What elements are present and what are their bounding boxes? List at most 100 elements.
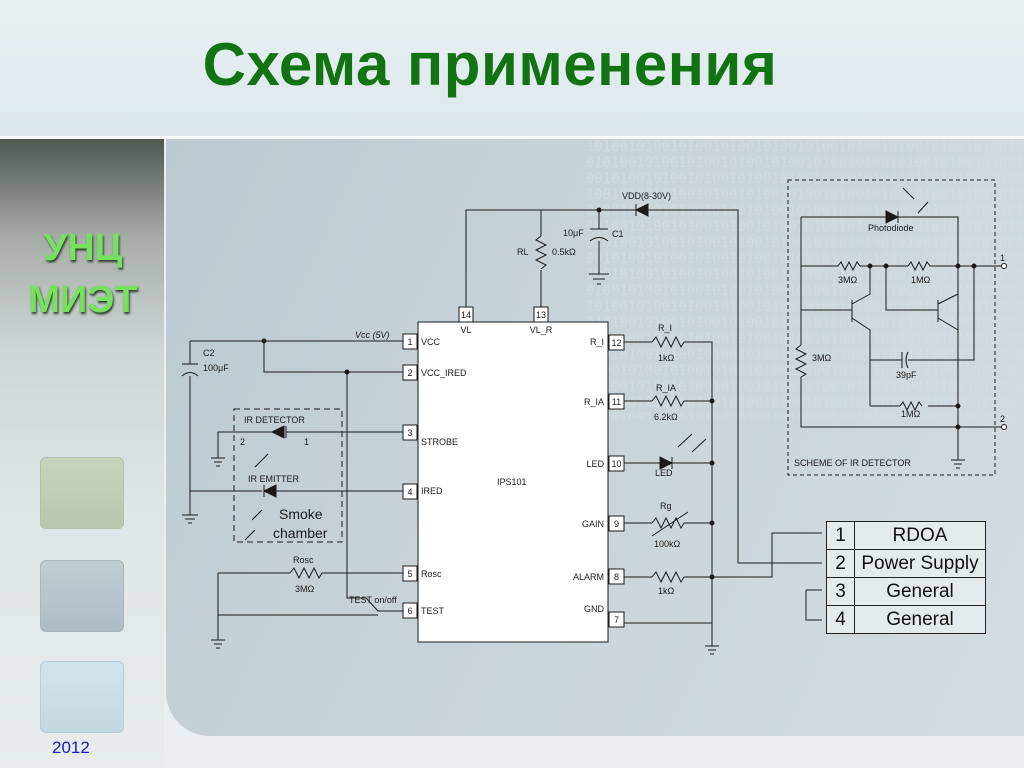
ir-scheme-box [787, 179, 996, 476]
ir-scheme-left-wire [800, 217, 1004, 428]
junction-dot [971, 263, 977, 269]
led-name: LED [655, 468, 673, 478]
title-bar [0, 0, 1024, 139]
ir-resistor-1 [837, 260, 861, 272]
photodiode-label: Photodiode [868, 223, 914, 233]
rl-value: 0.5kΩ [552, 247, 576, 257]
junction-dot [867, 263, 873, 269]
pin-number: 6 [407, 606, 412, 616]
ri-name: R_I [658, 323, 672, 333]
pin-number: 5 [407, 569, 412, 579]
rosc-name: Rosc [293, 555, 314, 565]
decorative-square-3 [40, 661, 124, 733]
junction-dot [955, 424, 961, 430]
terminal-1 [1001, 263, 1007, 269]
ir-detector-diode [270, 425, 287, 439]
detector-ground [211, 432, 225, 467]
c1-name: C1 [612, 229, 624, 239]
pin-label: VL [460, 325, 471, 335]
pin-label: GND [584, 604, 605, 614]
pin-box [402, 483, 418, 500]
rg-value: 100kΩ [654, 539, 681, 549]
ir-detector-label: IR DETECTOR [244, 415, 305, 425]
light-arrows [244, 453, 269, 541]
pin-box [608, 568, 625, 585]
led-arrows [677, 433, 707, 453]
vcc-label: Vcc (5V) [355, 330, 390, 340]
ria-name: R_IA [656, 383, 676, 393]
pin-box [533, 306, 549, 323]
ir-r4-label: 1MΩ [901, 409, 921, 419]
c2-wire [182, 341, 198, 524]
alarm-wire [624, 532, 822, 578]
ir-scheme-top-wire [801, 216, 965, 469]
pin-number-cell: 2 [826, 549, 855, 578]
pin-number: 4 [407, 487, 412, 497]
org-line-2: МИЭТ [28, 279, 138, 321]
pin-number: 8 [614, 572, 619, 582]
rosc-value: 3MΩ [295, 584, 315, 594]
c1-capacitor [589, 228, 609, 242]
junction-dot [596, 207, 602, 213]
pin-number: 14 [461, 310, 471, 320]
pin-box [608, 455, 625, 472]
pin-box [608, 611, 625, 628]
ir-resistor-4 [899, 400, 923, 412]
chip-name: IPS101 [497, 477, 527, 487]
junction-dot [709, 398, 715, 404]
decorative-square-1 [40, 457, 124, 529]
ir-resistor-3 [794, 344, 808, 378]
rg-variable-resistor [651, 511, 689, 537]
smoke-chamber-line-1: Smoke [279, 506, 323, 522]
junction-dot [709, 460, 715, 466]
pin-label: R_IA [584, 397, 604, 407]
pin-number-cell: 1 [826, 521, 855, 550]
junction-dot [955, 403, 961, 409]
pin-label: IRED [421, 486, 443, 496]
ir-scheme-title: SCHEME OF IR DETECTOR [794, 458, 911, 468]
decorative-square-2 [40, 560, 124, 632]
pin-function-cell: General [854, 577, 986, 606]
pin-box [608, 334, 625, 351]
vcc-ired-wire [263, 341, 405, 373]
test-wire-top [346, 372, 366, 599]
pin-number: 7 [614, 615, 619, 625]
pin-box [402, 602, 418, 619]
alarm-resistor-value: 1kΩ [658, 586, 675, 596]
smoke-chamber-line-2: chamber [273, 525, 328, 541]
junction-dot [883, 263, 889, 269]
pin-function-cell: RDOA [854, 521, 986, 550]
test-switch [365, 597, 379, 612]
detector-pin-1: 1 [304, 437, 309, 447]
test-wire [218, 610, 405, 616]
rl-resistor [534, 235, 548, 270]
pin-label: LED [586, 459, 604, 469]
pin-number: 1 [407, 337, 412, 347]
pin-number: 11 [612, 397, 621, 407]
rosc-resistor [289, 566, 323, 580]
junction-dot [709, 520, 715, 526]
c2-value: 100μF [203, 363, 229, 373]
ir-c-label: 39pF [896, 370, 917, 380]
photo-arrows [902, 187, 929, 214]
ips101-chip-body [417, 321, 609, 643]
pin-label: VCC_IRED [421, 368, 467, 378]
ria-resistor [651, 394, 685, 408]
pin-function-cell: General [854, 605, 986, 634]
org-line-1: УНЦ [43, 227, 123, 269]
junction-dot [261, 338, 267, 344]
c1-value: 10μF [563, 228, 584, 238]
pin-box [402, 364, 418, 381]
pin-label: GAIN [582, 519, 604, 529]
c2-capacitor [181, 363, 199, 377]
photodiode [885, 210, 900, 224]
pin-box [458, 306, 474, 323]
test-switch-label: TEST on/off [349, 595, 397, 605]
ir-r2-label: 1MΩ [911, 275, 931, 285]
pin-label: STROBE [421, 437, 458, 447]
pin-number: 3 [407, 428, 412, 438]
junction-dot [955, 263, 961, 269]
ri-value: 1kΩ [658, 353, 675, 363]
